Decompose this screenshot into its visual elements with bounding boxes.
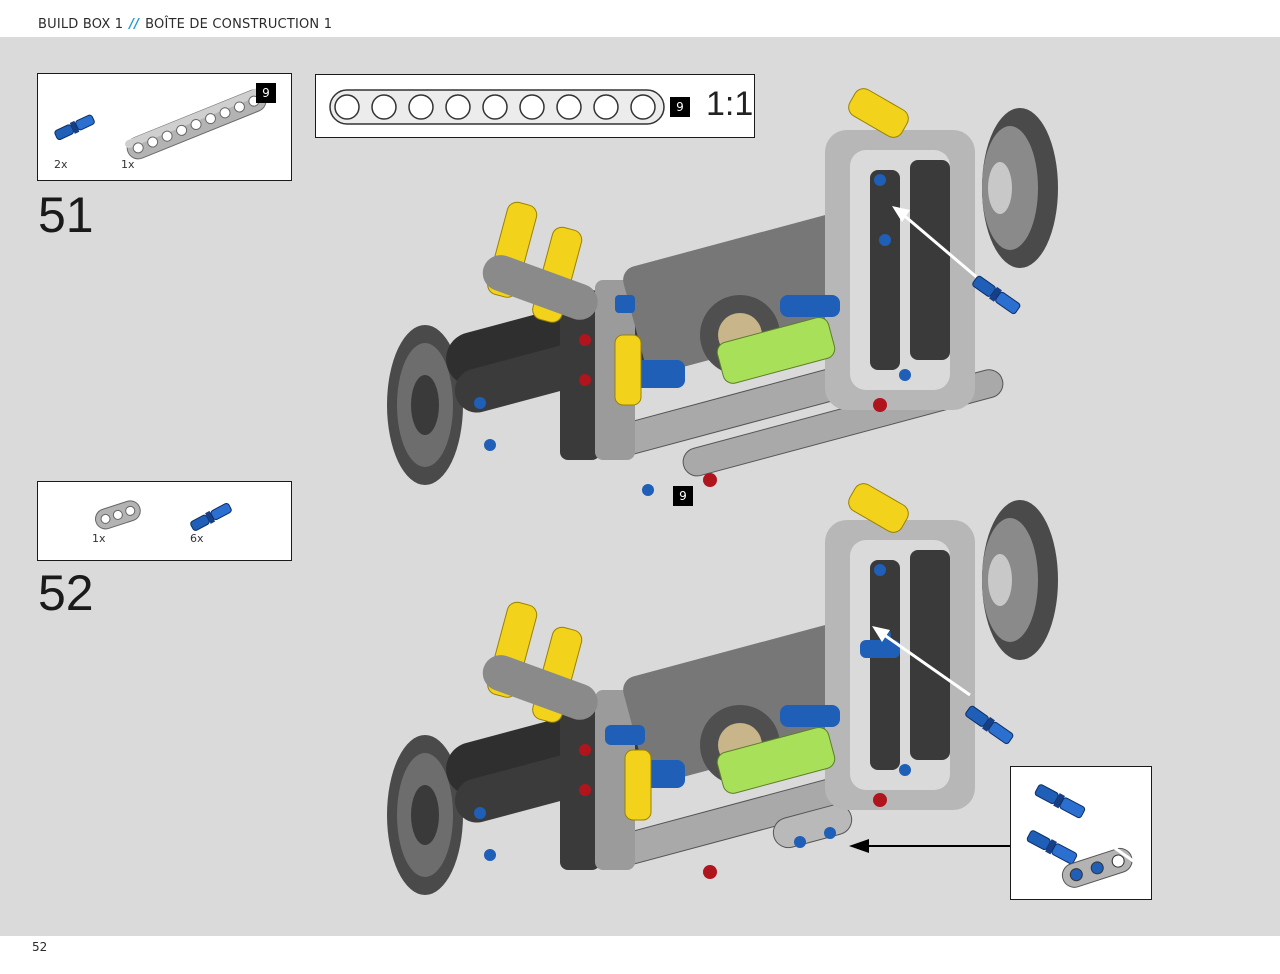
grey-beam-3-icon bbox=[95, 500, 141, 530]
left-brake-disc bbox=[387, 325, 463, 485]
header-title: BUILD BOX 1 // BOÎTE DE CONSTRUCTION 1 bbox=[38, 17, 332, 32]
grey-beam-9-icon bbox=[125, 87, 267, 160]
pin-highlights bbox=[474, 174, 911, 496]
page-number: 52 bbox=[32, 940, 48, 954]
step-51-model-illustration bbox=[387, 88, 1058, 496]
step-number-51: 51 bbox=[38, 187, 94, 243]
blue-pin-icon bbox=[1026, 830, 1078, 865]
step-52-parts-illustration bbox=[95, 500, 232, 531]
insert-arrow bbox=[872, 626, 971, 697]
part-quantity: 1x bbox=[92, 532, 106, 545]
blue-components bbox=[605, 640, 900, 788]
blue-pin-icon bbox=[965, 705, 1014, 745]
footer-bar bbox=[0, 936, 1280, 974]
header-bar: BUILD BOX 1 // BOÎTE DE CONSTRUCTION 1 bbox=[0, 0, 1280, 37]
suspension-arm bbox=[482, 255, 598, 320]
beam-with-pins-detail bbox=[1026, 784, 1140, 888]
step-52-parts-box: 1x 6x bbox=[37, 481, 292, 561]
scale-bar-box: 9 1:1 bbox=[315, 74, 755, 138]
grey-beam-3-icon bbox=[1061, 847, 1133, 888]
detail-callout-arrow bbox=[849, 839, 1010, 853]
beam-length-badge: 9 bbox=[673, 486, 693, 506]
beam-1-to-1-scale-icon bbox=[329, 89, 665, 125]
pin-highlights bbox=[474, 564, 911, 879]
blue-pin-icon bbox=[54, 114, 95, 141]
header-title-en: BUILD BOX 1 bbox=[38, 17, 124, 32]
part-quantity: 1x bbox=[121, 158, 135, 171]
right-brake-disc bbox=[982, 108, 1058, 268]
part-quantity: 2x bbox=[54, 158, 68, 171]
scale-length-badge: 9 bbox=[670, 97, 690, 117]
suspension-arm bbox=[482, 655, 598, 720]
header-title-fr: BOÎTE DE CONSTRUCTION 1 bbox=[145, 17, 333, 32]
lime-beam bbox=[716, 316, 836, 384]
detail-subassembly-box bbox=[1010, 766, 1152, 900]
step-51-parts-box: 9 2x 1x bbox=[37, 73, 292, 181]
blue-pin-icon bbox=[972, 275, 1021, 315]
blue-pin-icon bbox=[1034, 784, 1086, 819]
step-number-52: 52 bbox=[38, 565, 94, 621]
part-quantity: 6x bbox=[190, 532, 204, 545]
blue-pin-icon bbox=[190, 502, 232, 531]
step-51-parts-illustration bbox=[54, 87, 267, 160]
left-brake-disc bbox=[387, 735, 463, 895]
scale-ratio-label: 1:1 bbox=[706, 85, 754, 123]
header-separator: // bbox=[129, 17, 140, 32]
lime-beam bbox=[716, 726, 836, 794]
right-brake-disc bbox=[982, 500, 1058, 660]
part-length-badge: 9 bbox=[256, 83, 276, 103]
step-52-model-illustration bbox=[387, 483, 1058, 895]
insert-arrow bbox=[892, 206, 981, 282]
